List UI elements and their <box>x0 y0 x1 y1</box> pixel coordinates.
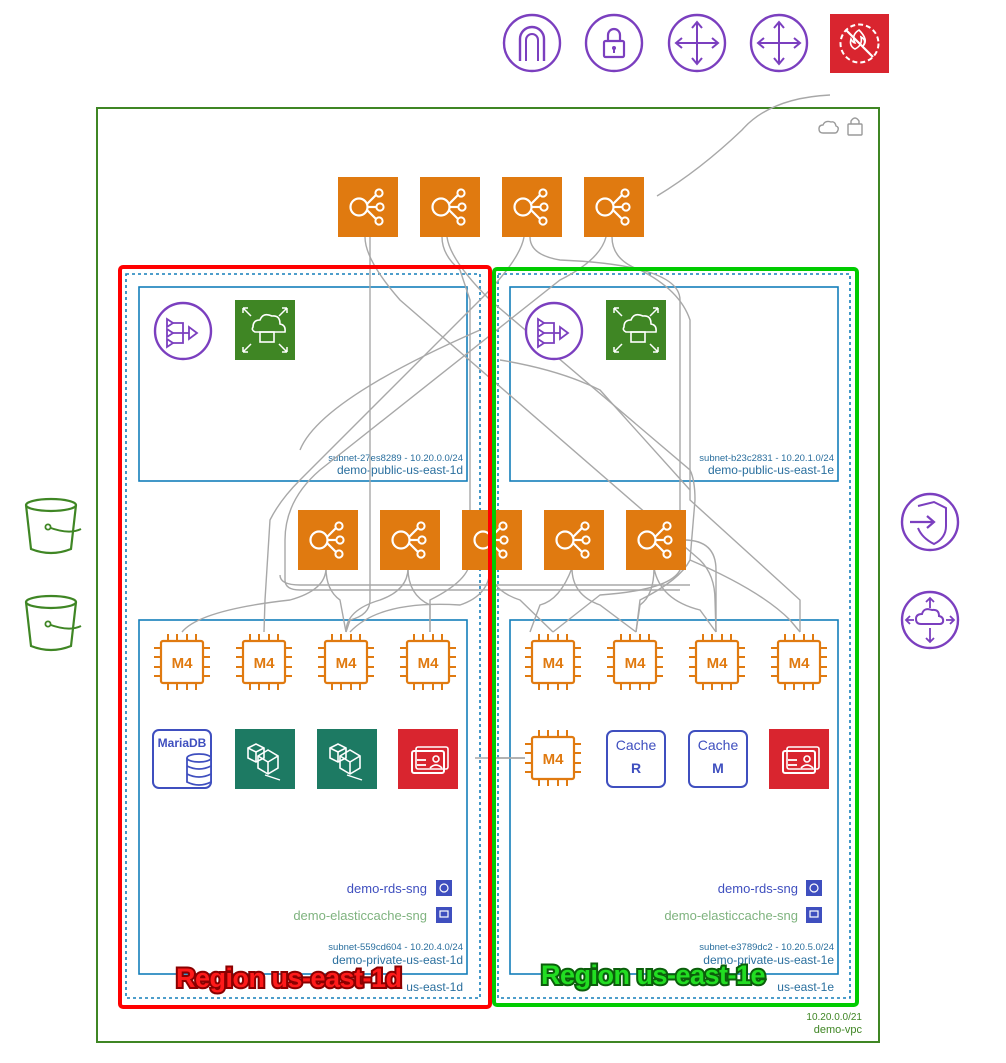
rds-group-icon <box>436 880 452 896</box>
cache-node-icon: Cache M <box>688 730 748 788</box>
subnet-id-private-left: subnet-559cd604 - 10.20.4.0/24 <box>328 942 463 953</box>
network-firewall-icon <box>830 14 889 73</box>
router-icon <box>667 13 727 73</box>
cache-group-icon <box>806 907 822 923</box>
elasticache-icon <box>235 729 295 789</box>
ec2-instance-icon: M4 <box>234 632 294 692</box>
cache-group-icon <box>436 907 452 923</box>
ec2-instance-icon: M4 <box>605 632 665 692</box>
elasticache-icon <box>317 729 377 789</box>
instance-type-label: M4 <box>625 655 646 672</box>
s3-bucket-icon <box>24 594 83 652</box>
instance-type-label: M4 <box>789 655 810 672</box>
s3-bucket-icon <box>24 497 83 555</box>
az-name-left: us-east-1d <box>406 980 463 994</box>
instance-type-label: M4 <box>336 655 357 672</box>
ec2-instance-icon: M4 <box>687 632 747 692</box>
nat-gateway-icon <box>524 301 584 361</box>
instance-type-label: M4 <box>254 655 275 672</box>
load-balancer-icon <box>380 510 440 570</box>
subnet-id-public-left: subnet-27es8289 - 10.20.0.0/24 <box>328 453 463 464</box>
nat-gateway-icon <box>153 301 213 361</box>
ec2-instance-icon: M4 <box>398 632 458 692</box>
subnet-public-left <box>138 286 468 482</box>
az-boundary-right <box>497 273 851 999</box>
mariadb-icon: MariaDB <box>152 729 212 789</box>
ec2-instance-icon: M4 <box>523 728 583 788</box>
load-balancer-icon <box>626 510 686 570</box>
ec2-instance-icon: M4 <box>523 632 583 692</box>
connection-lines <box>181 94 831 759</box>
subnet-id-private-right: subnet-e3789dc2 - 10.20.5.0/24 <box>699 942 834 953</box>
region-label-right: Region us-east-1e <box>541 960 766 990</box>
instance-type-label: M4 <box>543 655 564 672</box>
instance-type-label: M4 <box>543 751 564 768</box>
instance-type-label: M4 <box>172 655 193 672</box>
directory-service-icon <box>769 729 829 789</box>
rds-group-icon <box>806 880 822 896</box>
subnet-private-left <box>138 619 468 975</box>
load-balancer-icon <box>338 177 398 237</box>
elastic-ip-icon <box>606 300 666 360</box>
subnet-name-public-left: demo-public-us-east-1d <box>337 463 463 477</box>
load-balancer-icon <box>420 177 480 237</box>
az-name-right: us-east-1e <box>777 980 834 994</box>
region-label-left: Region us-east-1d <box>176 963 402 993</box>
cache-node-letter: R <box>631 760 641 776</box>
ec2-instance-icon: M4 <box>769 632 829 692</box>
subnet-public-right <box>509 286 839 482</box>
load-balancer-icon <box>584 177 644 237</box>
directory-service-icon <box>398 729 458 789</box>
instance-type-label: M4 <box>418 655 439 672</box>
cache-node-title: Cache <box>698 737 739 753</box>
subnet-id-public-right: subnet-b23c2831 - 10.20.1.0/24 <box>699 453 834 464</box>
vpc-cloud-lock-icon <box>818 117 863 136</box>
instance-type-label: M4 <box>707 655 728 672</box>
internet-gateway-icon <box>502 13 562 73</box>
transit-gateway-icon <box>900 590 960 650</box>
cache-node-title: Cache <box>616 737 657 753</box>
cache-subnet-group-left: demo-elasticcache-sng <box>293 908 427 923</box>
load-balancer-icon <box>298 510 358 570</box>
elastic-ip-icon <box>235 300 295 360</box>
cache-node-letter: M <box>712 760 724 776</box>
subnet-private-right <box>509 619 839 975</box>
cache-subnet-group-right: demo-elasticcache-sng <box>664 908 798 923</box>
subnet-name-private-right: demo-private-us-east-1e <box>703 953 834 967</box>
region-highlight-right <box>492 267 859 1007</box>
load-balancer-icon <box>502 177 562 237</box>
subnet-name-private-left: demo-private-us-east-1d <box>332 953 463 967</box>
ec2-instance-icon: M4 <box>152 632 212 692</box>
vpc-name: demo-vpc <box>814 1024 863 1036</box>
cache-node-icon: Cache R <box>606 730 666 788</box>
mariadb-label: MariaDB <box>158 736 207 750</box>
rds-subnet-group-right: demo-rds-sng <box>718 881 798 896</box>
region-highlight-left <box>118 265 492 1009</box>
vpn-gateway-icon <box>584 13 644 73</box>
ec2-instance-icon: M4 <box>316 632 376 692</box>
load-balancer-icon <box>544 510 604 570</box>
rds-subnet-group-left: demo-rds-sng <box>347 881 427 896</box>
router-icon <box>749 13 809 73</box>
privatelink-endpoint-icon <box>900 492 960 552</box>
subnet-name-public-right: demo-public-us-east-1e <box>708 463 834 477</box>
vpc-cidr: 10.20.0.0/21 <box>806 1012 862 1023</box>
vpc-boundary <box>96 107 880 1043</box>
az-boundary-left <box>125 273 481 999</box>
